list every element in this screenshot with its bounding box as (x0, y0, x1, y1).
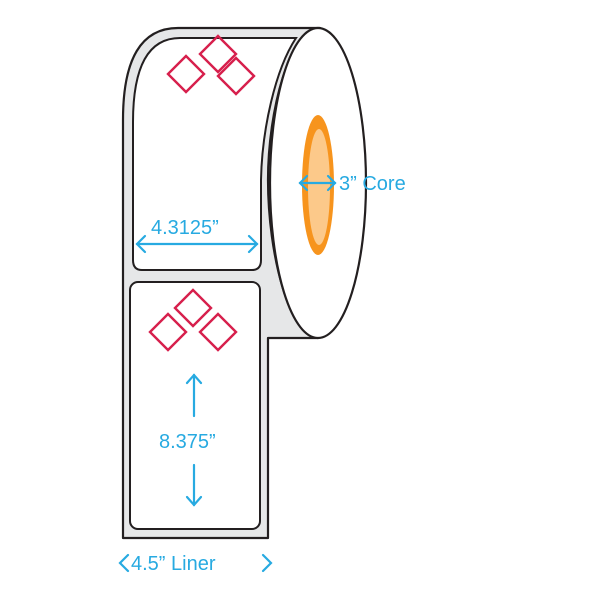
diamond-left (148, 312, 188, 352)
roll-core-inner (308, 129, 330, 245)
red-diamond-cluster-icon (148, 288, 238, 352)
liner-arrow-left-icon (118, 553, 130, 573)
diamond-top (173, 288, 213, 328)
diamond-top (198, 34, 238, 74)
diamond-right (198, 312, 238, 352)
diamond-right (216, 56, 256, 96)
double-headed-arrow-icon (298, 174, 337, 192)
double-headed-arrow-icon (135, 234, 259, 254)
liner-arrow-right-icon (261, 553, 273, 573)
liner-width-dimension: 4.5” Liner (131, 553, 216, 575)
red-diamond-cluster-icon (166, 34, 256, 96)
label-width-dimension: 4.3125” (151, 217, 219, 239)
label-height-dimension: 8.375” (159, 431, 216, 453)
diamond-left (166, 54, 206, 94)
core-dimension: 3” Core (339, 173, 406, 195)
vertical-arrow-icon (185, 373, 203, 507)
label-on-roll (132, 37, 298, 271)
